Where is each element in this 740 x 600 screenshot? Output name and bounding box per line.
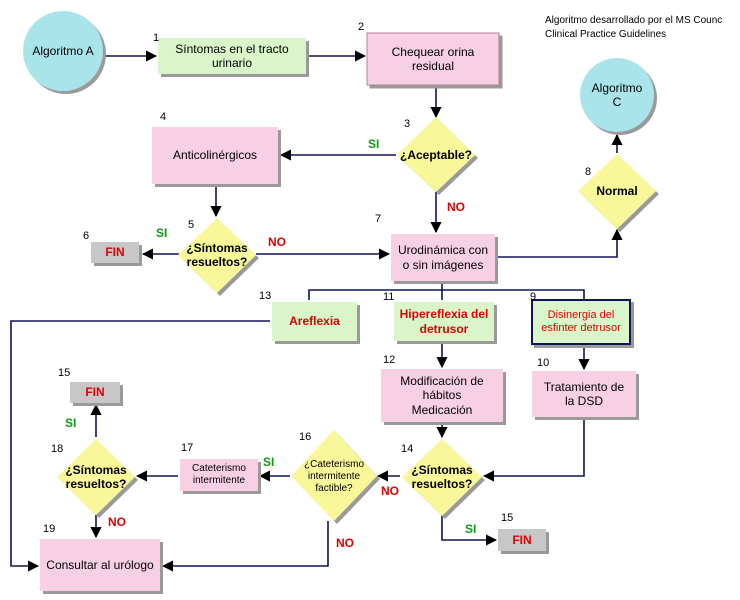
credit-line-2: Clinical Practice Guidelines bbox=[545, 29, 667, 40]
step-number-10: 10 bbox=[537, 357, 550, 369]
algoritmo-a-label: Algoritmo A bbox=[32, 43, 94, 58]
edge-label-si-14: SI bbox=[465, 522, 477, 536]
edge-16-to-19 bbox=[161, 521, 329, 572]
edge-14-to-15 bbox=[441, 515, 498, 546]
aceptable-label: ¿Aceptable? bbox=[399, 147, 472, 162]
node-8-diamond bbox=[578, 154, 656, 229]
sintomas-resueltos-14-label: ¿Síntomas resueltos? bbox=[411, 462, 473, 491]
edge-10-to-14 bbox=[482, 417, 585, 482]
step-number-12: 12 bbox=[383, 354, 396, 366]
node-14-diamond bbox=[402, 439, 482, 516]
cateterismo-intermitente-label: Cateterismo intermitente bbox=[192, 463, 246, 486]
node-5-diamond bbox=[178, 218, 256, 293]
connectors bbox=[10, 50, 623, 572]
node-6-box bbox=[91, 242, 139, 263]
edge-7-split bbox=[308, 289, 585, 300]
node-3-diamond bbox=[397, 117, 475, 192]
disinergia-label: Disinergia del esfinter detrusor bbox=[541, 309, 621, 334]
node-17-box bbox=[180, 459, 258, 491]
step-number-15a: 15 bbox=[58, 367, 71, 379]
step-number-5: 5 bbox=[188, 219, 195, 231]
node-4-box bbox=[152, 127, 278, 184]
node-9-box bbox=[531, 299, 631, 345]
edge-label-no-18: NO bbox=[108, 515, 126, 529]
node-15b-box bbox=[498, 529, 546, 551]
step-number-15b: 15 bbox=[501, 512, 514, 524]
sintomas-tracto-label: Síntomas en el tracto urinario bbox=[175, 41, 289, 70]
node-2-box bbox=[366, 32, 500, 86]
step-number-3: 3 bbox=[404, 118, 411, 130]
node-10-box bbox=[532, 371, 636, 417]
step-number-16: 16 bbox=[299, 431, 312, 443]
node-algoritmo-a bbox=[23, 11, 103, 91]
node-algoritmo-c bbox=[580, 58, 654, 132]
edge-7-to-8 bbox=[496, 228, 623, 258]
algoritmo-c-label: Algoritmo C bbox=[591, 80, 643, 109]
consultar-urologo-label: Consultar al urólogo bbox=[46, 557, 154, 572]
edge-label-no-16: NO bbox=[336, 536, 354, 550]
cateterismo-factible-label: ¿Cateterismo intermitente factible? bbox=[303, 459, 364, 494]
step-number-7: 7 bbox=[375, 213, 382, 225]
step-number-6: 6 bbox=[83, 230, 90, 242]
step-number-18: 18 bbox=[51, 443, 64, 455]
fin-15a-label: FIN bbox=[85, 385, 105, 400]
node-19-box bbox=[40, 539, 160, 591]
urodinamica-label: Urodinámica con o sin imágenes bbox=[397, 243, 489, 272]
node-11-box bbox=[394, 302, 494, 341]
node-1-box bbox=[158, 38, 306, 74]
node-12-box bbox=[381, 369, 503, 422]
step-number-11: 11 bbox=[383, 291, 395, 303]
node-7-box bbox=[391, 234, 495, 281]
node-13-box bbox=[272, 302, 357, 341]
step-number-2: 2 bbox=[358, 21, 365, 33]
edge-label-no-5: NO bbox=[268, 235, 286, 249]
edge-label-si-16: SI bbox=[263, 455, 275, 469]
edge-label-si-5: SI bbox=[156, 226, 168, 240]
edge-13-to-19 bbox=[10, 320, 270, 572]
edge-label-no-14: NO bbox=[381, 484, 399, 498]
step-number-8: 8 bbox=[585, 166, 592, 178]
step-number-17: 17 bbox=[181, 442, 194, 454]
tratamiento-dsd-label: Tratamiento de la DSD bbox=[543, 379, 625, 408]
fin-6-label: FIN bbox=[105, 245, 125, 260]
hiperreflexia-label: Hipereflexia del detrusor bbox=[399, 307, 489, 336]
step-number-14: 14 bbox=[401, 443, 414, 455]
normal-label: Normal bbox=[596, 183, 638, 198]
step-number-19: 19 bbox=[43, 523, 56, 535]
areflexia-label: Areflexia bbox=[289, 314, 340, 329]
step-number-1: 1 bbox=[153, 32, 160, 44]
sintomas-resueltos-5-label: ¿Síntomas resueltos? bbox=[186, 240, 248, 269]
sintomas-resueltos-18-label: ¿Síntomas resueltos? bbox=[65, 462, 127, 491]
modificacion-label: Modificación de hábitos Medicación bbox=[400, 374, 484, 417]
anticolinergicos-label: Anticolinérgicos bbox=[172, 148, 258, 163]
step-number-9: 9 bbox=[530, 291, 537, 303]
edge-label-si-18: SI bbox=[65, 416, 77, 430]
edge-label-si-3: SI bbox=[368, 137, 380, 151]
credit-line-1: Algoritmo desarrollado por el MS Counc bbox=[545, 15, 723, 26]
edge-label-no-3: NO bbox=[447, 200, 465, 214]
chequear-orina-label: Chequear orina residual bbox=[391, 44, 475, 73]
node-15a-box bbox=[70, 382, 120, 403]
step-number-4: 4 bbox=[160, 111, 167, 123]
step-number-13: 13 bbox=[259, 290, 272, 302]
fin-15b-label: FIN bbox=[512, 532, 532, 547]
node-18-diamond bbox=[57, 439, 135, 515]
node-16-diamond bbox=[291, 430, 377, 521]
